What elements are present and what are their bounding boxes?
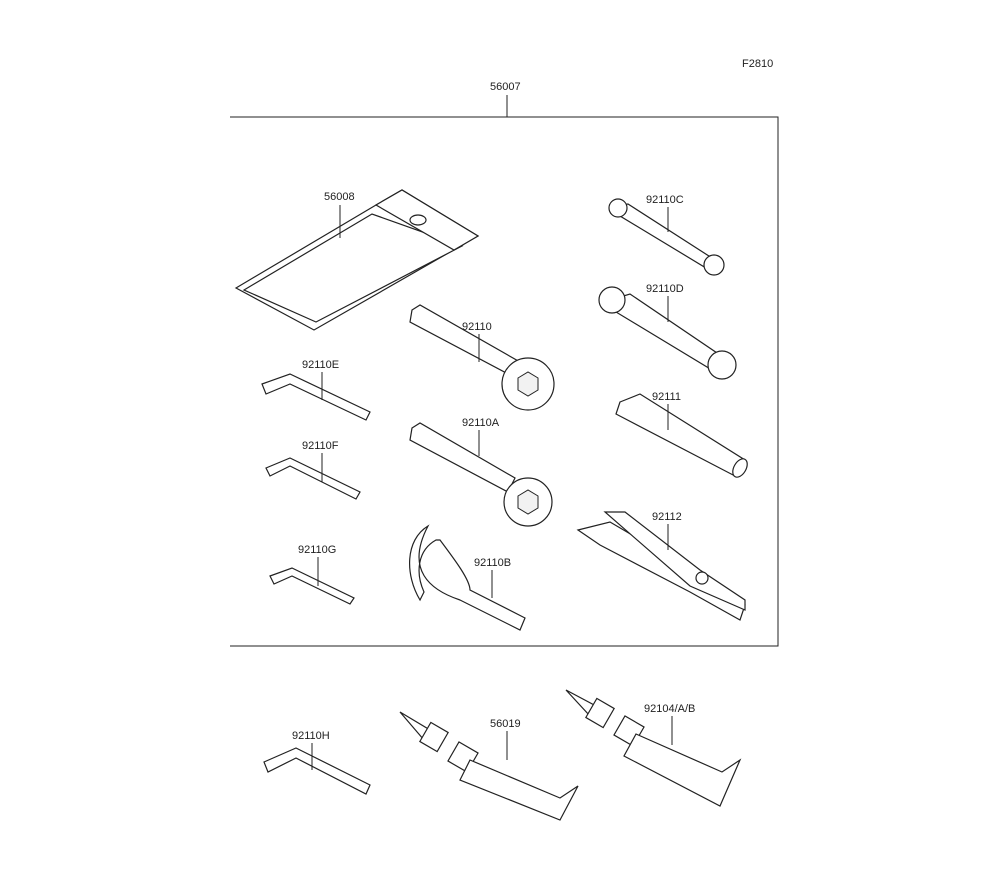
pliers[interactable] [576,511,746,621]
hex-key-f[interactable] [265,457,361,500]
label-92110e[interactable]: 92110E [302,359,339,371]
label-92110c[interactable]: 92110C [646,194,684,206]
hex-key-g[interactable] [269,567,355,605]
label-92110f[interactable]: 92110F [302,440,339,452]
hex-key-h[interactable] [263,747,371,795]
open-wrench-c[interactable] [608,198,725,276]
label-92110h[interactable]: 92110H [292,730,330,742]
hex-key-e[interactable] [261,373,371,421]
label-92110a[interactable]: 92110A [462,417,500,429]
tool-bag[interactable] [234,189,480,331]
open-wrench-d[interactable] [598,286,737,380]
label-92110d[interactable]: 92110D [646,283,684,295]
hook-wrench[interactable] [409,524,526,631]
label-92110[interactable]: 92110 [462,321,492,333]
label-56008[interactable]: 56008 [324,191,355,203]
kit-frame [230,116,779,647]
ring-wrench[interactable] [409,304,555,411]
label-92110g[interactable]: 92110G [298,544,336,556]
diagram-id: F2810 [742,58,773,70]
label-92111[interactable]: 92111 [652,391,681,403]
label-92110b[interactable]: 92110B [474,557,511,569]
kit-label[interactable]: 56007 [490,81,521,93]
ring-wrench-a[interactable] [409,422,553,527]
label-92112[interactable]: 92112 [652,511,682,523]
extension-bar[interactable] [615,393,750,480]
label-92104[interactable]: 92104/A/B [644,703,695,715]
label-56019[interactable]: 56019 [490,718,521,730]
glue-tube-1[interactable] [399,711,579,821]
glue-tube-2[interactable] [565,689,742,807]
